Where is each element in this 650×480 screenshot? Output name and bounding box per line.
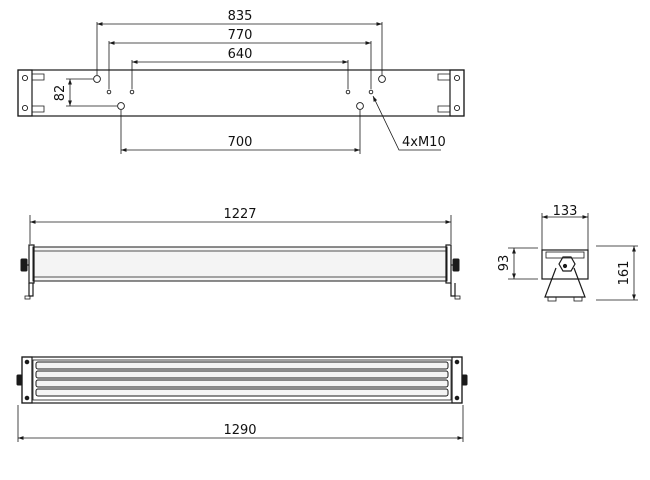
hole-700-right	[356, 102, 364, 110]
dim-161: 161	[617, 261, 632, 286]
front-view: 1227	[20, 207, 461, 300]
hole-700-left	[117, 102, 125, 110]
hole-callout-leader	[372, 95, 441, 151]
fixture-body-front	[32, 246, 448, 282]
left-end-bracket	[17, 69, 33, 117]
right-bracket-tabs	[437, 73, 450, 113]
side-view: 133 93 161	[497, 204, 638, 302]
dim-770: 770	[228, 28, 253, 43]
tube-3	[35, 379, 449, 388]
hole-835-right	[378, 75, 386, 83]
end-cap-left	[28, 244, 35, 284]
right-screw-top	[453, 74, 461, 82]
side-housing	[541, 249, 589, 280]
left-screw-bottom	[21, 104, 29, 112]
tube-2	[35, 370, 449, 379]
right-screw-bottom	[453, 104, 461, 112]
dim-700: 700	[228, 135, 253, 150]
knob-right	[452, 258, 460, 272]
left-screw-top	[21, 74, 29, 82]
hole-835-left	[93, 75, 101, 83]
tube-4	[35, 388, 449, 397]
top-plate-outline	[17, 69, 465, 117]
tube-1	[35, 361, 449, 370]
right-end-bracket	[449, 69, 465, 117]
dim-82: 82	[53, 85, 68, 102]
dim-1227: 1227	[223, 207, 256, 222]
hole-770-right	[368, 89, 374, 95]
bottom-knob-right	[461, 374, 468, 386]
dim-640: 640	[228, 47, 253, 62]
side-knob	[558, 256, 576, 272]
dim-93: 93	[497, 255, 512, 272]
end-cap-right	[445, 244, 452, 284]
bottom-knob-left	[16, 374, 23, 386]
dim-1290: 1290	[223, 423, 256, 438]
knob-left	[20, 258, 28, 272]
side-yoke	[544, 267, 586, 298]
bottom-view: 1290	[16, 356, 468, 442]
left-bracket-tabs	[32, 73, 45, 113]
hole-640-right	[345, 89, 351, 95]
bracket-left	[28, 283, 34, 297]
hole-770-left	[106, 89, 112, 95]
dim-835: 835	[228, 9, 253, 24]
hole-640-left	[129, 89, 135, 95]
dim-133: 133	[553, 204, 578, 219]
bracket-right	[450, 283, 456, 297]
hole-callout-label: 4xM10	[402, 135, 446, 150]
top-view: 835 770 640 700 82 4xM10	[17, 9, 465, 154]
